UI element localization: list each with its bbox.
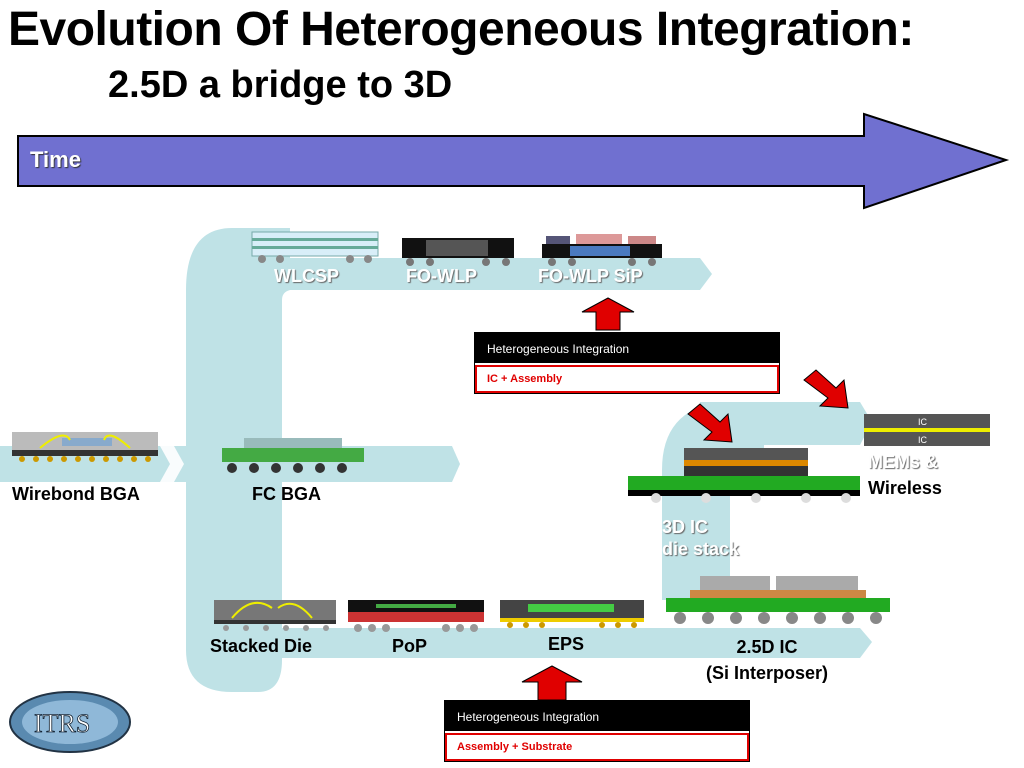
label-wirebond-bga: Wirebond BGA: [12, 484, 140, 504]
time-arrow: [17, 112, 1010, 210]
label-3d-ic: 3D IC die stack: [662, 516, 739, 560]
label-25d-ic-line2: (Si Interposer): [705, 663, 829, 683]
up-arrow-top: [581, 297, 635, 331]
3d-ic-image: [628, 448, 860, 503]
label-stacked-die: Stacked Die: [210, 636, 313, 656]
eps-image: [500, 600, 644, 628]
fo-wlp-image: [402, 238, 514, 266]
hi-box-bottom-header: Heterogeneous Integration: [445, 701, 749, 731]
label-fo-wlp: FO-WLP: [406, 266, 477, 286]
label-3d-ic-line1: 3D IC: [662, 517, 709, 537]
fc-bga-image: [222, 438, 364, 473]
itrs-logo-text: ITRS: [34, 709, 90, 738]
itrs-logo: ITRS: [9, 691, 131, 753]
label-mems: MEMs &: [868, 452, 939, 472]
stacked-die-image: [214, 600, 336, 631]
time-label: Time: [30, 147, 81, 172]
hi-box-bottom: Heterogeneous Integration Assembly + Sub…: [444, 700, 750, 762]
hi-box-top: Heterogeneous Integration IC + Assembly: [474, 332, 780, 394]
ic-chip-bottom-text: IC: [918, 435, 928, 445]
label-wlcsp: WLCSP: [274, 266, 339, 286]
hi-box-top-header: Heterogeneous Integration: [475, 333, 779, 363]
page-title: Evolution Of Heterogeneous Integration:: [8, 3, 914, 56]
hi-box-top-body: IC + Assembly: [475, 365, 779, 393]
fo-wlp-sip-image: [542, 234, 662, 266]
label-3d-ic-line2: die stack: [662, 539, 740, 559]
label-eps: EPS: [548, 634, 585, 654]
arrow-to-3d-ic: [687, 403, 733, 443]
label-fo-wlp-sip: FO-WLP SiP: [538, 266, 643, 286]
label-25d-ic-line1: 2.5D IC: [736, 637, 798, 657]
pop-image: [348, 600, 484, 632]
mems-image: IC IC: [864, 414, 990, 446]
label-fc-bga: FC BGA: [252, 484, 321, 504]
label-wireless: Wireless: [868, 478, 942, 498]
25d-ic-image: [666, 576, 890, 624]
label-25d-ic: 2.5D IC (Si Interposer): [692, 634, 842, 686]
ic-chip-top-text: IC: [918, 417, 928, 427]
wirebond-bga-image: [12, 432, 158, 462]
arrow-to-mems: [803, 369, 849, 409]
wlcsp-image: [251, 231, 379, 263]
hi-box-bottom-body: Assembly + Substrate: [445, 733, 749, 761]
up-arrow-bottom: [521, 665, 583, 701]
page-subtitle: 2.5D a bridge to 3D: [108, 64, 453, 106]
label-pop: PoP: [392, 636, 428, 656]
